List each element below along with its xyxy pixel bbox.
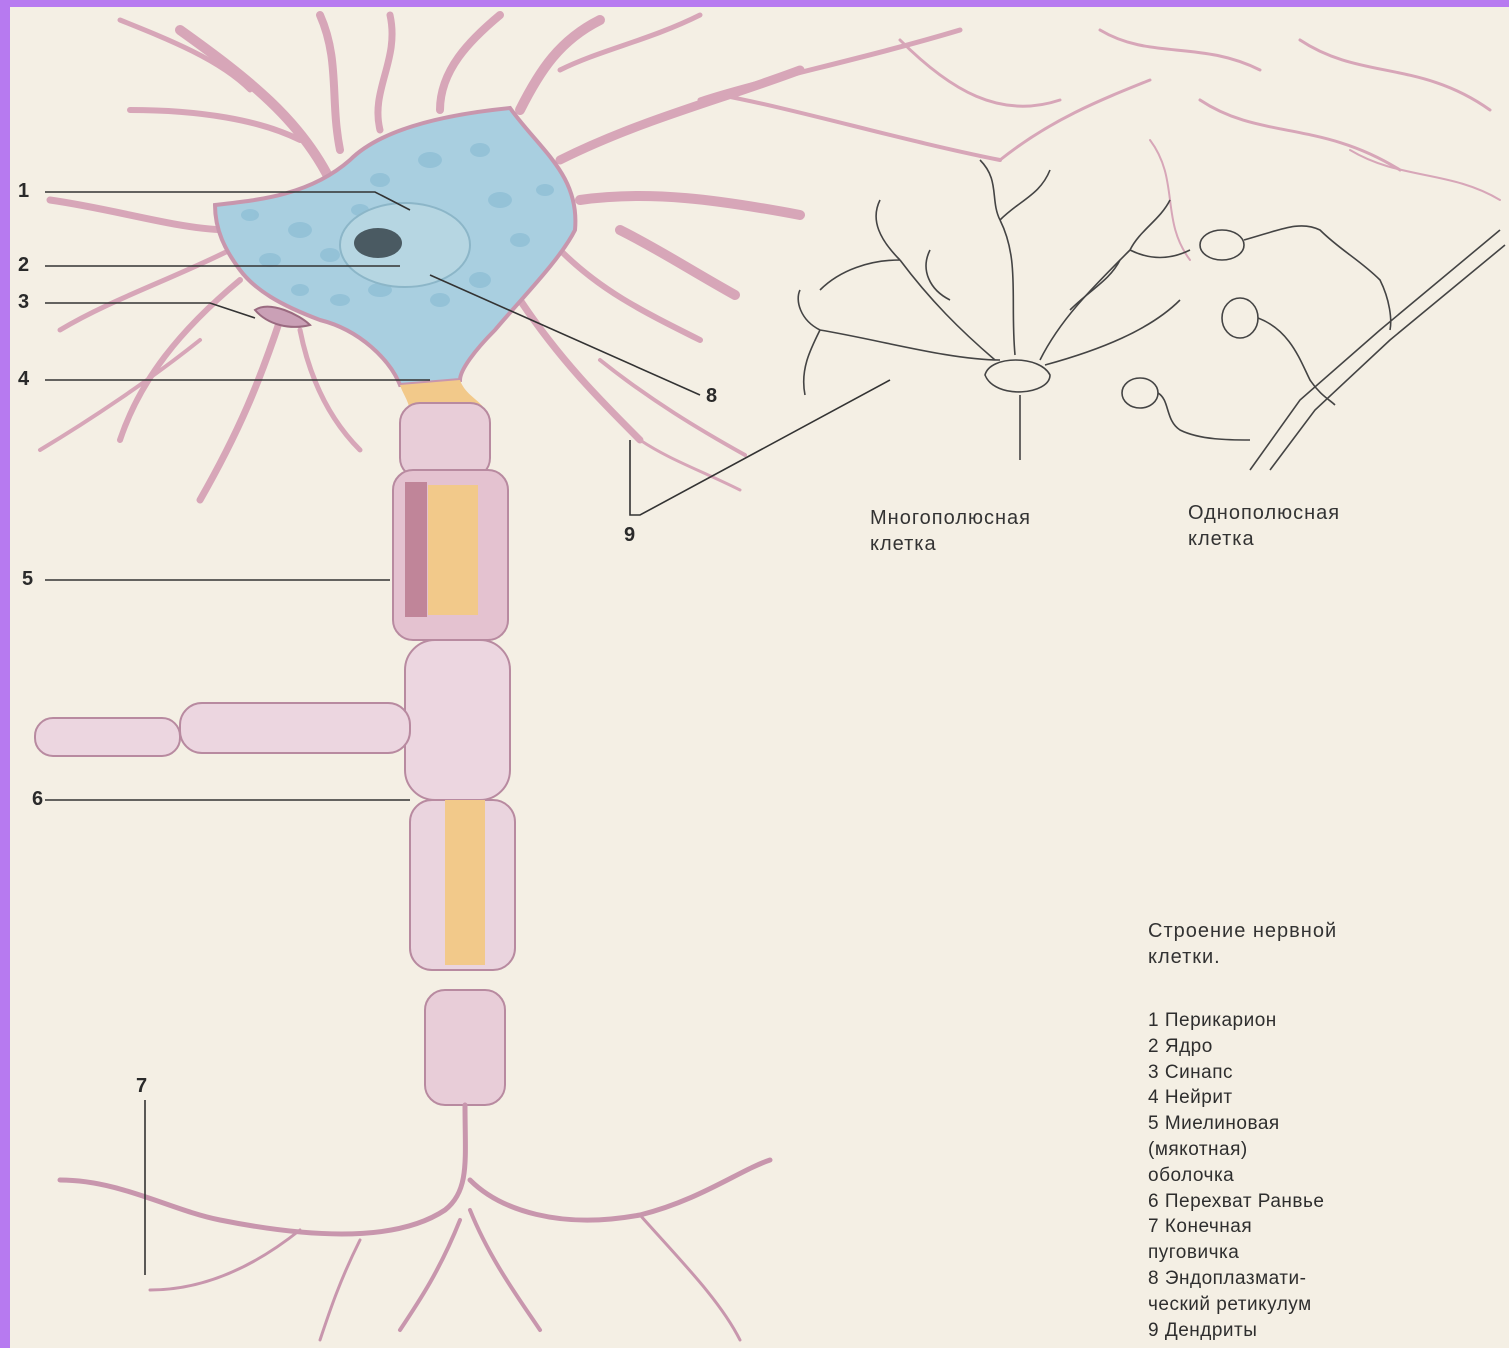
- callout-1: 1: [18, 180, 29, 203]
- figure-title-line1: Строение нервной: [1148, 918, 1337, 944]
- unipolar-caption: Однополюсная клетка: [1188, 500, 1340, 552]
- nucleolus: [354, 228, 402, 258]
- multipolar-caption-line1: Многополюсная: [870, 505, 1031, 531]
- myelin-sheath: [393, 403, 515, 1105]
- legend-item: 2 Ядро: [1148, 1034, 1324, 1060]
- legend: 1 Перикарион 2 Ядро 3 Синапс 4 Нейрит 5 …: [1148, 1008, 1324, 1343]
- multipolar-cell-sketch: [798, 160, 1190, 460]
- callout-6: 6: [32, 788, 43, 811]
- multipolar-caption: Многополюсная клетка: [870, 505, 1031, 557]
- callout-9: 9: [624, 524, 635, 547]
- legend-item: (мякотная): [1148, 1137, 1324, 1163]
- callout-8: 8: [706, 385, 717, 408]
- legend-item: пуговичка: [1148, 1240, 1324, 1266]
- axon-terminals: [60, 1105, 770, 1340]
- callout-4: 4: [18, 368, 29, 391]
- legend-item: 1 Перикарион: [1148, 1008, 1324, 1034]
- legend-item: 5 Миелиновая: [1148, 1111, 1324, 1137]
- multipolar-caption-line2: клетка: [870, 531, 1031, 557]
- axon-collateral: [35, 703, 410, 756]
- legend-item: 7 Конечная: [1148, 1214, 1324, 1240]
- legend-item: 9 Дендриты: [1148, 1318, 1324, 1344]
- legend-item: оболочка: [1148, 1163, 1324, 1189]
- figure-title: Строение нервной клетки.: [1148, 918, 1337, 970]
- legend-item: 4 Нейрит: [1148, 1085, 1324, 1111]
- figure-title-line2: клетки.: [1148, 944, 1337, 970]
- callout-5: 5: [22, 568, 33, 591]
- legend-item: 6 Перехват Ранвье: [1148, 1189, 1324, 1215]
- unipolar-caption-line1: Однополюсная: [1188, 500, 1340, 526]
- callout-2: 2: [18, 254, 29, 277]
- unipolar-cell-sketch: [1122, 226, 1505, 470]
- unipolar-caption-line2: клетка: [1188, 526, 1340, 552]
- legend-item: 8 Эндоплазмати-: [1148, 1266, 1324, 1292]
- legend-item: ческий ретикулум: [1148, 1292, 1324, 1318]
- callout-3: 3: [18, 291, 29, 314]
- callout-7: 7: [136, 1075, 147, 1098]
- legend-item: 3 Синапс: [1148, 1060, 1324, 1086]
